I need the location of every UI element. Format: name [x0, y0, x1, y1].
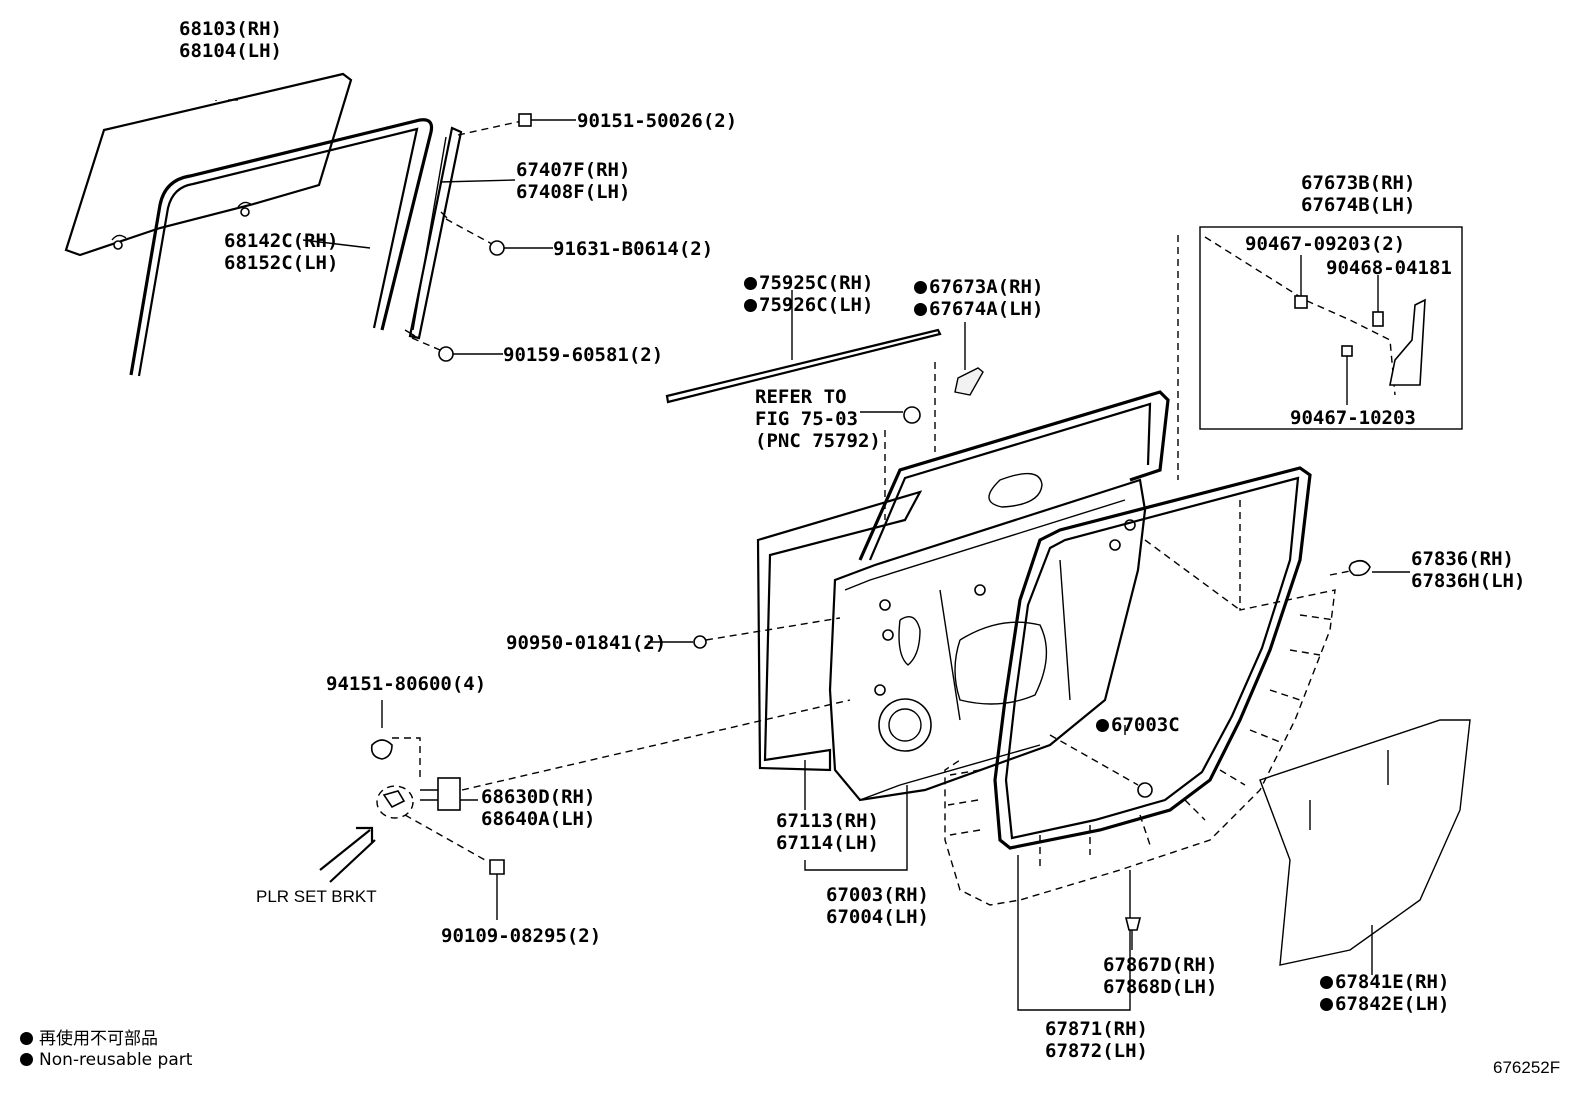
label-panel: 67113(RH)67114(LH): [776, 810, 879, 854]
legend-jp: 再使用不可部品: [20, 1024, 158, 1049]
non-reusable-dot-icon: [20, 1032, 33, 1045]
label-bolt-91631: 91631-B0614(2): [553, 238, 714, 260]
belt-moulding: [665, 290, 942, 404]
glass-run-channel: [129, 118, 434, 377]
door-weatherstrip: [944, 466, 1336, 1011]
seal-b-box: [1199, 226, 1463, 430]
label-rear-channel: 67407F(RH)67408F(LH): [516, 159, 631, 203]
refer-clip: [903, 406, 921, 424]
legend-en: Non-reusable part: [20, 1050, 192, 1070]
label-bolt-94151: 94151-80600(4): [326, 673, 487, 695]
plug-67003c: [1137, 782, 1153, 798]
door-inner-frame: [804, 390, 1170, 871]
door-outer-panel: [756, 490, 923, 772]
door-glass: [64, 72, 353, 257]
hole-plug: [693, 635, 707, 649]
label-belt-moulding: 75925C(RH) 75926C(LH): [744, 272, 873, 316]
service-hole-film: [1259, 719, 1471, 975]
label-clip-67867: 67867D(RH)67868D(LH): [1103, 954, 1218, 998]
label-run-channel: 68142C(RH)68152C(LH): [224, 230, 339, 274]
label-door-assy: 67003(RH)67004(LH): [826, 884, 929, 928]
seal-a: [934, 322, 984, 452]
door-check: [319, 699, 851, 920]
label-check: 68630D(RH)68640A(LH): [481, 786, 596, 830]
label-clip-10203: 90467-10203: [1290, 407, 1416, 429]
label-screw-top: 90151-50026(2): [577, 110, 738, 132]
label-nut-90159: 90159-60581(2): [503, 344, 664, 366]
label-clip-04181: 90468-04181: [1326, 257, 1452, 279]
label-hole-plug: 90950-01841(2): [506, 632, 667, 654]
rear-lower-frame: [404, 126, 463, 340]
label-bolt-90109: 90109-08295(2): [441, 925, 602, 947]
label-glass: 68103(RH)68104(LH): [179, 18, 282, 62]
label-seal-b: 67673B(RH)67674B(LH): [1301, 172, 1416, 216]
fasteners-top: [215, 100, 576, 362]
plug-67836: [1348, 559, 1371, 577]
figure-id: 676252F: [1493, 1058, 1561, 1077]
label-clip-09203: 90467-09203(2): [1245, 233, 1406, 255]
label-seal-a: 67673A(RH) 67674A(LH): [914, 276, 1043, 320]
clip-67867: [1124, 917, 1142, 931]
label-weatherstrip: 67871(RH)67872(LH): [1045, 1018, 1148, 1062]
non-reusable-dot-icon: [20, 1053, 33, 1066]
label-plr-set-brkt: PLR SET BRKT: [256, 887, 377, 906]
label-plug-67003c: 67003C: [1096, 714, 1180, 736]
label-film: 67841E(RH) 67842E(LH): [1320, 971, 1449, 1015]
label-plug-67836: 67836(RH)67836H(LH): [1411, 548, 1526, 592]
